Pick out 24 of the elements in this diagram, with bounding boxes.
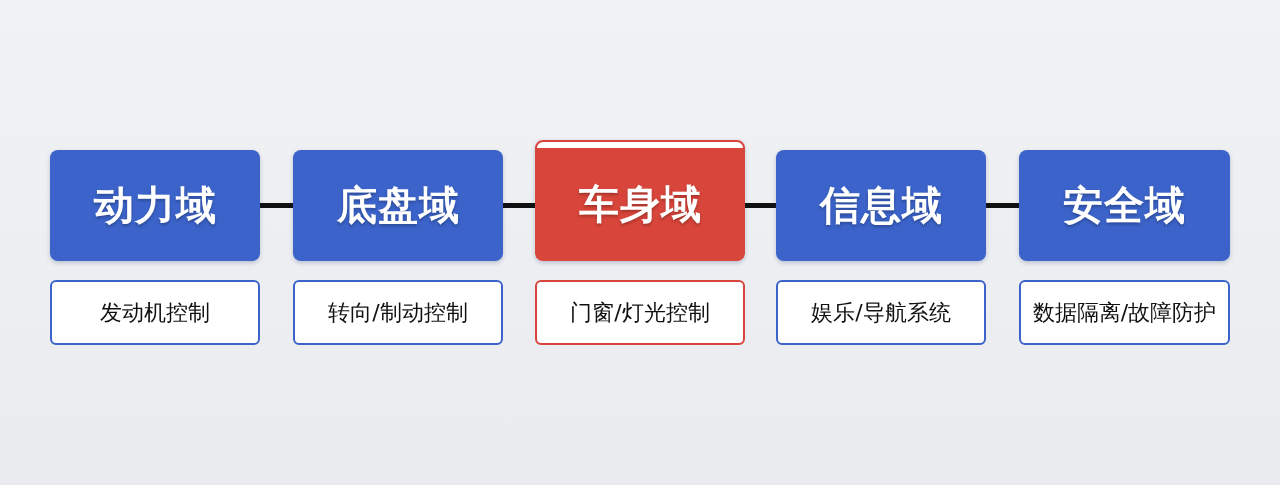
function-label: 发动机控制: [100, 298, 210, 327]
domain-title: 底盘域: [336, 181, 460, 230]
domain-box: [776, 150, 986, 261]
domain-box: [293, 150, 503, 261]
domain-box: [1019, 150, 1230, 261]
function-box: [50, 280, 260, 345]
function-box: [1019, 280, 1230, 345]
function-label: 门窗/灯光控制: [570, 298, 710, 327]
domain-title: 信息域: [819, 181, 943, 230]
connector-line: [260, 203, 293, 208]
connector-line: [986, 203, 1019, 208]
function-label: 数据隔离/故障防护: [1032, 298, 1217, 327]
function-label: 转向/制动控制: [328, 298, 468, 327]
domain-box: [50, 150, 260, 261]
connector-line: [745, 203, 776, 208]
domain-title: 动力域: [93, 181, 217, 230]
function-box: [293, 280, 503, 345]
function-box: [535, 280, 745, 345]
function-box: [776, 280, 986, 345]
domain-title: 车身域: [578, 180, 702, 229]
connector-line: [503, 203, 535, 208]
domain-title: 安全域: [1063, 181, 1186, 230]
domain-box: [535, 140, 745, 261]
function-label: 娱乐/导航系统: [811, 298, 951, 327]
